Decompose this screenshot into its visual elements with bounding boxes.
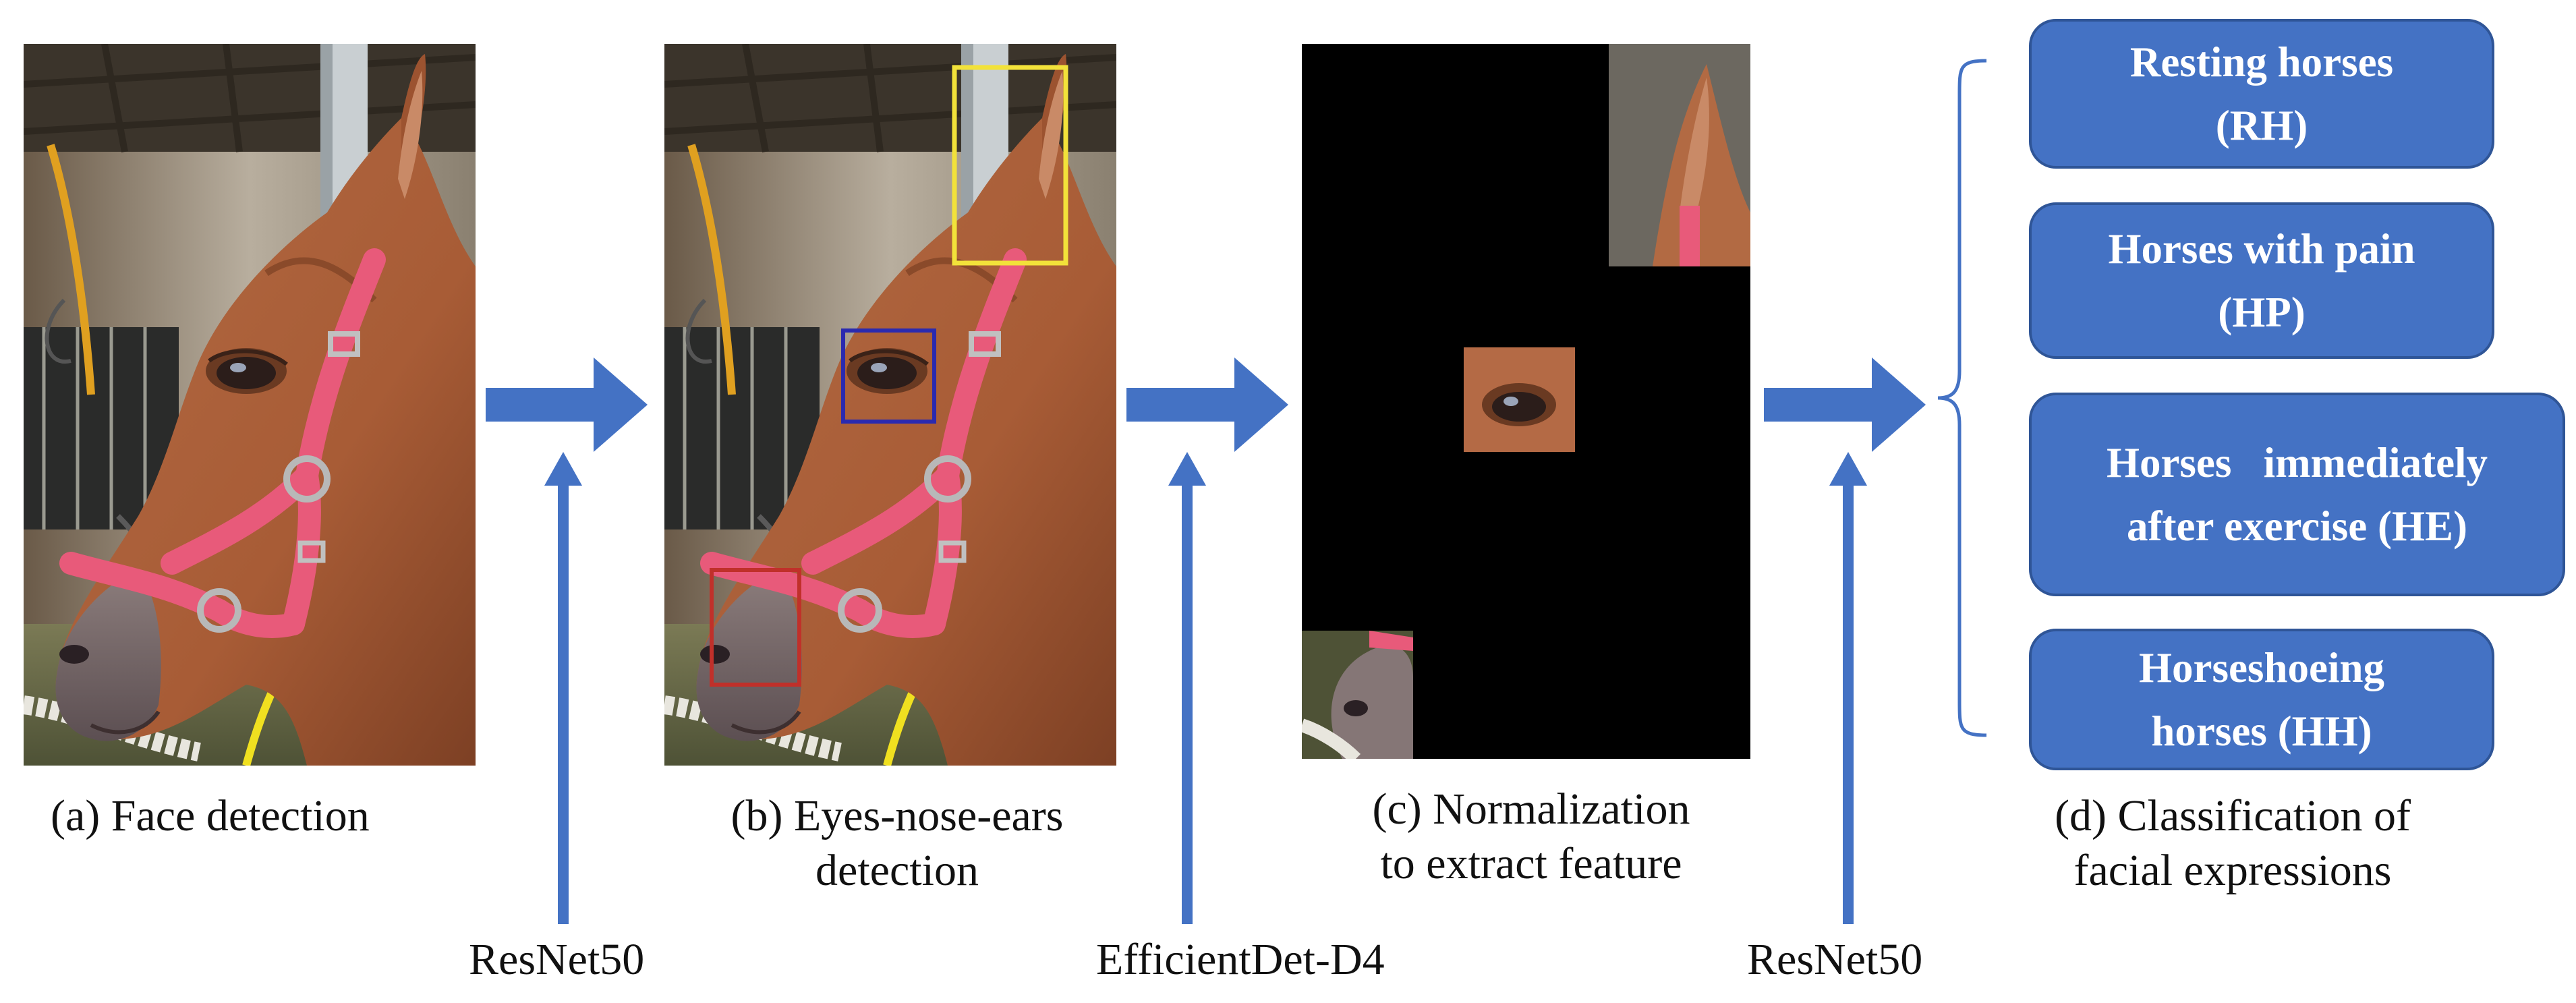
normalization-feature-image [1302, 44, 1750, 759]
method-label-efficientdet-d4: EfficientDet-D4 [1096, 935, 1385, 984]
arrow-b-to-c [1126, 357, 1288, 452]
eyes-bounding-box [841, 328, 936, 424]
arrow-resnet50-up-1 [544, 452, 582, 924]
face-detection-image [24, 44, 476, 766]
classification-brace [1937, 59, 1987, 737]
arrow-efficientdet-up [1168, 452, 1206, 924]
method-label-resnet50-1: ResNet50 [469, 935, 645, 984]
nose-bounding-box [710, 568, 801, 687]
class-box-horses-with-pain: Horses with pain(HP) [2029, 202, 2494, 359]
nose-crop [1302, 631, 1413, 759]
caption-d: (d) Classification of facial expressions [2055, 791, 2411, 895]
ear-crop [1609, 44, 1750, 266]
arrow-resnet50-up-2 [1829, 452, 1867, 924]
caption-b: (b) Eyes-nose-ears detection [731, 791, 1064, 895]
class-box-resting-horses: Resting horses(RH) [2029, 19, 2494, 169]
eye-crop [1464, 347, 1575, 452]
caption-c: (c) Normalization to extract feature [1372, 784, 1690, 888]
method-label-resnet50-2: ResNet50 [1747, 935, 1923, 984]
ears-bounding-box [952, 65, 1068, 266]
arrow-c-to-d [1764, 357, 1926, 452]
eyes-nose-ears-detection-image [664, 44, 1116, 766]
arrow-a-to-b [486, 357, 648, 452]
caption-a: (a) Face detection [51, 791, 370, 840]
